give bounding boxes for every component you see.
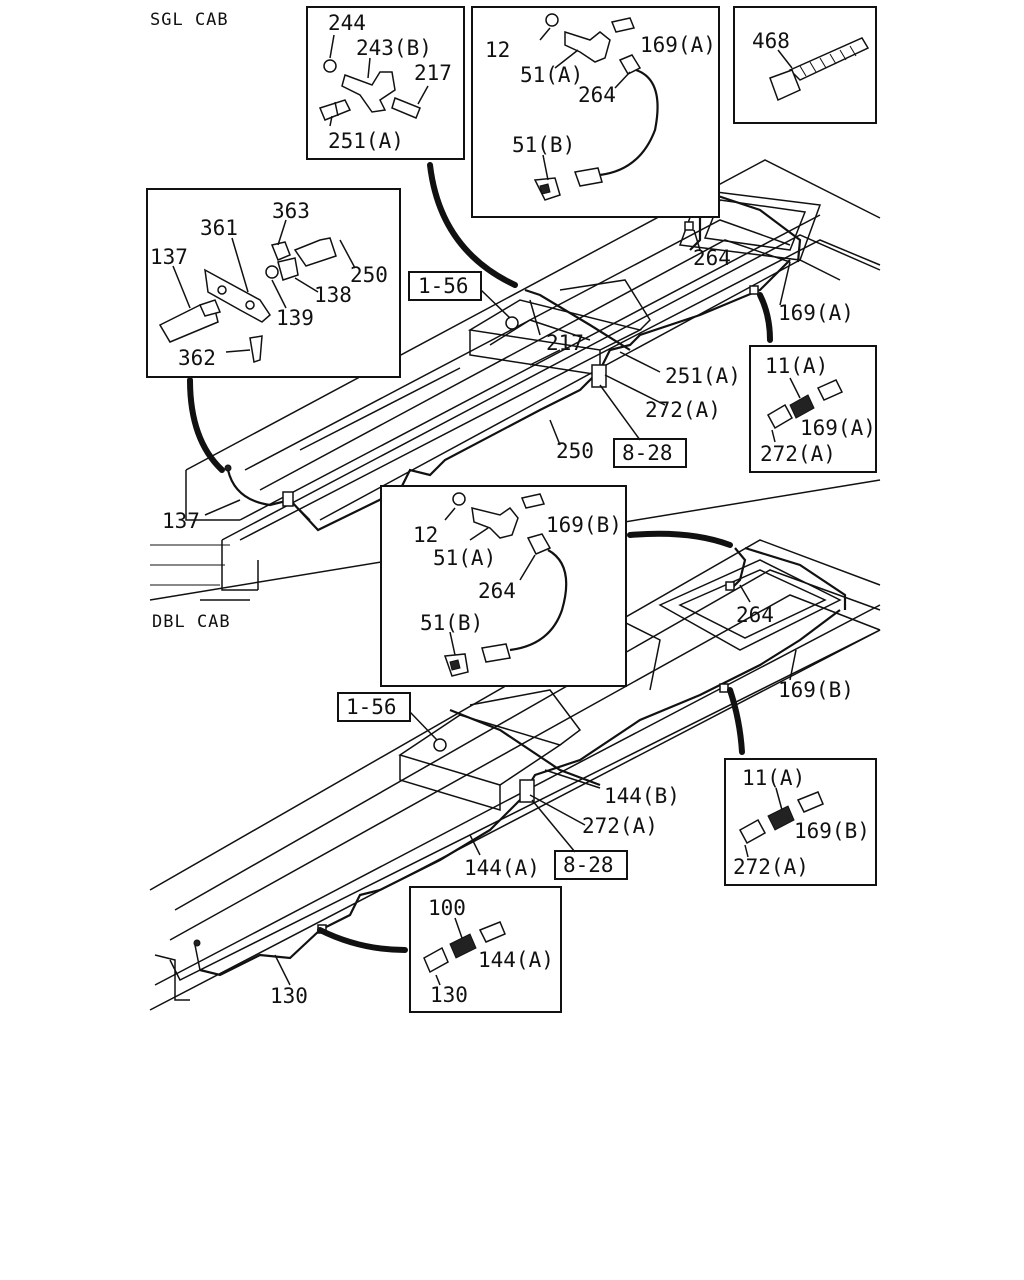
- label-217-frame: 217: [546, 331, 584, 355]
- ref-box-1-56-bottom: [337, 692, 411, 722]
- label-144b: 144(B): [604, 784, 680, 808]
- label-169b-joint: 169(B): [794, 819, 870, 843]
- detail-box-union-130: 100 144(A) 130: [409, 886, 562, 1013]
- label-264-frame-top: 264: [693, 246, 731, 270]
- label-139: 139: [276, 306, 314, 330]
- sgl-cab-labels: 1-56 8-28 264 169(A) 217 251(A) 272(A) 2…: [162, 229, 854, 533]
- label-264-box-mid: 264: [478, 579, 516, 603]
- label-169b-frame: 169(B): [778, 678, 854, 702]
- sgl-cab-frame: [149, 159, 881, 601]
- detail-box-union-top: 11(A) 169(A) 272(A): [749, 345, 877, 473]
- label-12-mid: 12: [413, 523, 438, 547]
- label-361: 361: [200, 216, 238, 240]
- label-217-box: 217: [414, 61, 452, 85]
- label-51b-top: 51(B): [512, 133, 575, 157]
- detail-box-bracket: 363 361 137 250 138 139 362: [146, 188, 401, 378]
- detail-box-union-bottom: 11(A) 169(B) 272(A): [724, 758, 877, 886]
- detail-box-flex-hose-mid: 12 169(B) 51(A) 264 51(B): [380, 485, 627, 687]
- label-144a-frame: 144(A): [464, 856, 540, 880]
- label-250-frame: 250: [556, 439, 594, 463]
- label-264-box-top: 264: [578, 83, 616, 107]
- label-169a-frame: 169(A): [778, 301, 854, 325]
- ref-1-56-top: 1-56: [418, 274, 469, 298]
- label-137-box: 137: [150, 245, 188, 269]
- ref-box-1-56-top: [408, 271, 482, 301]
- detail-box-tee-fitting: 244 243(B) 217 251(A): [306, 6, 465, 160]
- label-272a-frame-bot: 272(A): [582, 814, 658, 838]
- label-51a-mid: 51(A): [433, 546, 496, 570]
- dbl-cab-frame: [149, 539, 881, 1011]
- label-272a-joint-top: 272(A): [760, 442, 836, 466]
- label-243b: 243(B): [356, 36, 432, 60]
- dbl-cab-title: DBL CAB: [152, 612, 231, 632]
- label-169a-joint: 169(A): [800, 416, 876, 440]
- detail-box-clip-468: 468: [733, 6, 877, 124]
- label-11a-top: 11(A): [765, 354, 828, 378]
- ref-8-28-top: 8-28: [622, 441, 673, 465]
- ref-box-8-28-top: [613, 438, 687, 468]
- label-244: 244: [328, 11, 366, 35]
- ref-1-56-bottom: 1-56: [346, 695, 397, 719]
- label-130-frame: 130: [270, 984, 308, 1008]
- label-12-top: 12: [485, 38, 510, 62]
- label-138: 138: [314, 283, 352, 307]
- label-363: 363: [272, 199, 310, 223]
- dbl-cab-labels: 1-56 8-28 264 169(B) 144(B) 272(A) 144(A…: [270, 584, 854, 1008]
- label-362: 362: [178, 346, 216, 370]
- label-251a-box: 251(A): [328, 129, 404, 153]
- label-144a-joint: 144(A): [478, 948, 554, 972]
- sgl-cab-title: SGL CAB: [150, 10, 229, 30]
- detail-box-flex-hose-top: 12 169(A) 51(A) 264 51(B): [471, 6, 720, 218]
- label-250-box: 250: [350, 263, 388, 287]
- label-51a-top: 51(A): [520, 63, 583, 87]
- label-130-joint: 130: [430, 983, 468, 1007]
- ref-box-8-28-bottom: [554, 850, 628, 880]
- ref-8-28-bottom: 8-28: [563, 853, 614, 877]
- label-11a-bot: 11(A): [742, 766, 805, 790]
- label-272a-joint-bot: 272(A): [733, 855, 809, 879]
- label-169b-box: 169(B): [546, 513, 622, 537]
- label-51b-mid: 51(B): [420, 611, 483, 635]
- label-272a-frame-top: 272(A): [645, 398, 721, 422]
- label-137-frame: 137: [162, 509, 200, 533]
- label-468: 468: [752, 29, 790, 53]
- label-100: 100: [428, 896, 466, 920]
- label-251a-frame: 251(A): [665, 364, 741, 388]
- label-169a-box: 169(A): [640, 33, 716, 57]
- label-264-frame-bot: 264: [736, 603, 774, 627]
